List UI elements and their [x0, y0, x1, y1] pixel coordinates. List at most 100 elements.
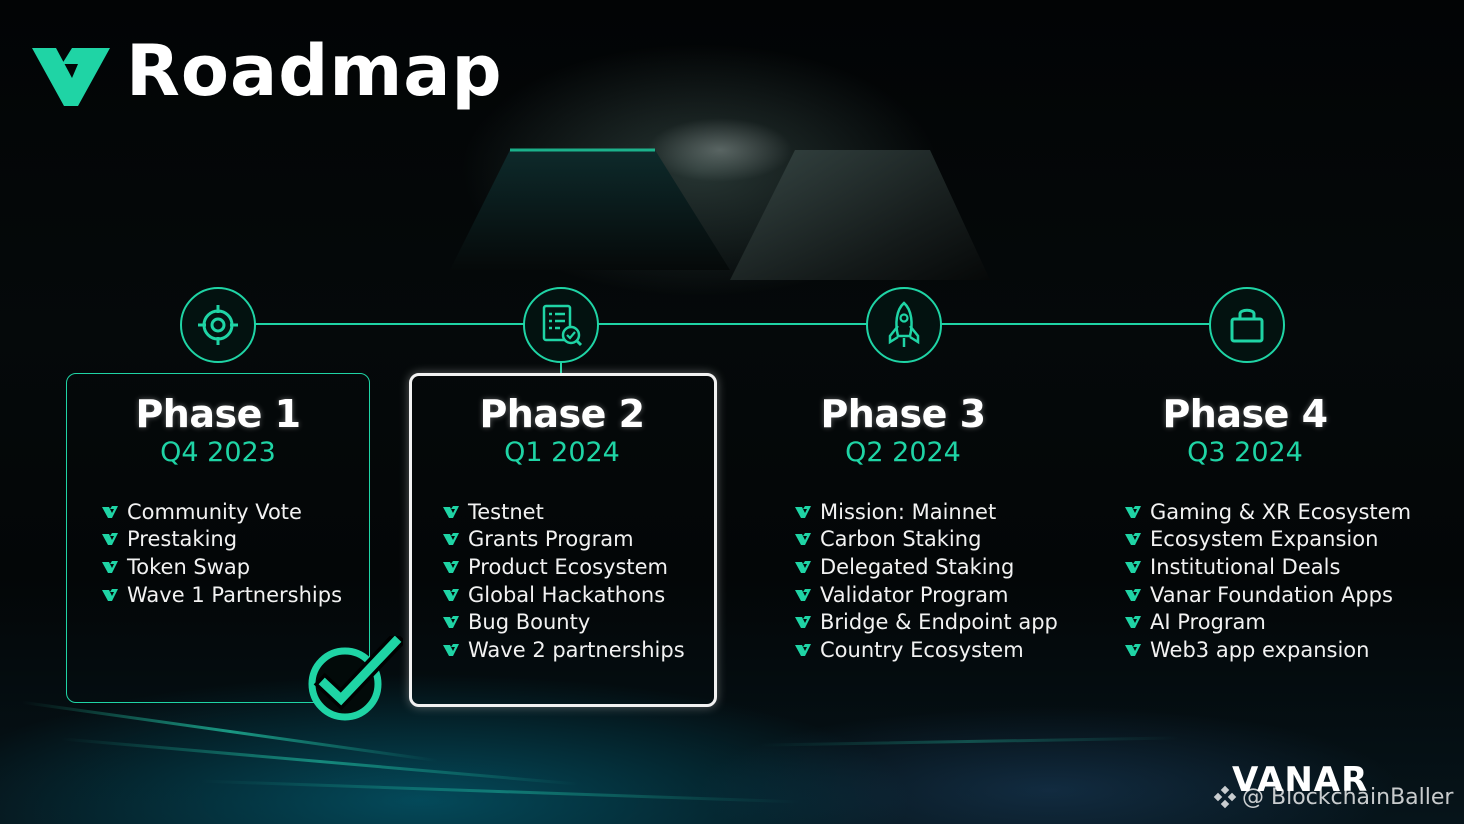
phase-1-heading: Phase 1 Q4 2023 — [67, 392, 369, 470]
phase-3-icon-circle — [866, 287, 942, 363]
list-item-label: Prestaking — [127, 527, 238, 552]
bullet-icon — [102, 533, 118, 546]
list-item-label: Institutional Deals — [1150, 554, 1341, 579]
pyramid-decoration — [450, 148, 990, 280]
bullet-icon — [795, 505, 811, 518]
list-item-label: Delegated Staking — [820, 554, 1015, 579]
list-item: AI Program — [1125, 608, 1411, 636]
list-item-label: Global Hackathons — [468, 582, 666, 607]
list-item: Web3 app expansion — [1125, 636, 1411, 664]
page-title: Roadmap — [126, 30, 503, 112]
diamond-icon — [1213, 785, 1237, 809]
bullet-icon — [1125, 505, 1141, 518]
bullet-icon — [443, 533, 459, 546]
watermark-text: @ BlockchainBaller — [1242, 784, 1454, 810]
phase-1-icon-circle — [180, 287, 256, 363]
completed-check-icon — [308, 636, 403, 721]
bullet-icon — [795, 643, 811, 656]
bullet-icon — [443, 643, 459, 656]
list-item-label: Vanar Foundation Apps — [1150, 582, 1393, 607]
list-item: Wave 1 Partnerships — [102, 581, 342, 609]
phase-name: Phase 1 — [135, 392, 301, 436]
bullet-icon — [1125, 643, 1141, 656]
list-item-label: Ecosystem Expansion — [1150, 527, 1379, 552]
phase-4-icon-circle — [1209, 287, 1285, 363]
list-item: Prestaking — [102, 526, 342, 554]
list-item: Vanar Foundation Apps — [1125, 581, 1411, 609]
vanar-wordmark: VANAR — [1232, 760, 1369, 800]
phase-date: Q3 2024 — [1187, 437, 1303, 468]
list-item-label: AI Program — [1150, 610, 1266, 635]
phase-2-card — [409, 373, 717, 707]
list-item-label: Mission: Mainnet — [820, 499, 997, 524]
list-item-label: Validator Program — [820, 582, 1009, 607]
list-item-label: Gaming & XR Ecosystem — [1150, 499, 1412, 524]
vanar-logo-icon — [32, 48, 110, 106]
rocket-icon — [888, 301, 920, 347]
phase-name: Phase 3 — [820, 392, 986, 436]
bullet-icon — [795, 560, 811, 573]
list-item: Bridge & Endpoint app — [795, 608, 1058, 636]
list-item: Community Vote — [102, 498, 342, 526]
list-item: Institutional Deals — [1125, 553, 1411, 581]
checklist-search-icon — [542, 304, 583, 347]
bullet-icon — [102, 560, 118, 573]
list-item: Grants Program — [443, 526, 685, 554]
list-item: Delegated Staking — [795, 553, 1058, 581]
phase-2-icon-circle — [523, 287, 599, 363]
list-item: Wave 2 partnerships — [443, 636, 685, 664]
bullet-icon — [1125, 588, 1141, 601]
list-item-label: Token Swap — [127, 554, 251, 579]
list-item: Ecosystem Expansion — [1125, 526, 1411, 554]
bullet-icon — [795, 533, 811, 546]
list-item-label: Wave 2 partnerships — [468, 637, 685, 662]
watermark: @ BlockchainBaller — [1212, 784, 1453, 810]
bullet-icon — [1125, 616, 1141, 629]
list-item: Global Hackathons — [443, 581, 685, 609]
list-item: Validator Program — [795, 581, 1058, 609]
phase-date: Q1 2024 — [504, 437, 620, 468]
timeline-line — [218, 323, 1246, 325]
phase-date: Q2 2024 — [845, 437, 961, 468]
list-item-label: Testnet — [468, 499, 544, 524]
bullet-icon — [1125, 533, 1141, 546]
list-item-label: Grants Program — [468, 527, 634, 552]
list-item-label: Community Vote — [127, 499, 302, 524]
list-item: Gaming & XR Ecosystem — [1125, 498, 1411, 526]
phase-1-card — [66, 373, 370, 703]
list-item: Testnet — [443, 498, 685, 526]
bullet-icon — [443, 560, 459, 573]
phase-name: Phase 2 — [479, 392, 645, 436]
bullet-icon — [795, 616, 811, 629]
bullet-icon — [102, 505, 118, 518]
list-item-label: Product Ecosystem — [468, 554, 668, 579]
list-item: Bug Bounty — [443, 608, 685, 636]
list-item-label: Bridge & Endpoint app — [820, 610, 1058, 635]
shopping-bag-icon — [1230, 308, 1264, 343]
bullet-icon — [795, 588, 811, 601]
bullet-icon — [1125, 560, 1141, 573]
target-icon — [198, 305, 238, 345]
list-item: Carbon Staking — [795, 526, 1058, 554]
phase-name: Phase 4 — [1162, 392, 1328, 436]
bullet-icon — [443, 616, 459, 629]
list-item-label: Wave 1 Partnerships — [127, 582, 343, 607]
list-item-label: Web3 app expansion — [1150, 637, 1370, 662]
phase-2-heading: Phase 2 Q1 2024 — [411, 392, 713, 470]
phase-date: Q4 2023 — [160, 437, 276, 468]
list-item-label: Country Ecosystem — [820, 637, 1024, 662]
bullet-icon — [102, 588, 118, 601]
list-item-label: Bug Bounty — [468, 610, 591, 635]
list-item: Country Ecosystem — [795, 636, 1058, 664]
timeline-connector — [560, 360, 562, 373]
bullet-icon — [443, 505, 459, 518]
list-item: Product Ecosystem — [443, 553, 685, 581]
list-item: Token Swap — [102, 553, 342, 581]
list-item-label: Carbon Staking — [820, 527, 982, 552]
phase-3-heading: Phase 3 Q2 2024 — [752, 392, 1054, 470]
